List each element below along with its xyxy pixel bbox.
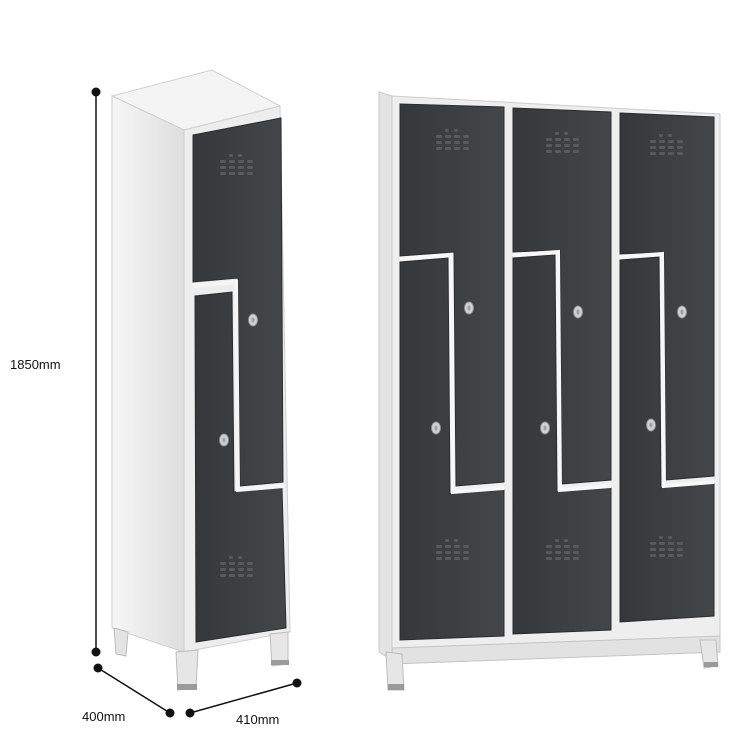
single-locker: [110, 69, 291, 691]
width-dimension-label: 410mm: [236, 712, 280, 727]
dimension-lines: [91, 87, 302, 718]
depth-dimension-label: 400mm: [82, 709, 126, 724]
height-dimension-label: 1850mm: [10, 357, 61, 372]
triple-locker: [378, 91, 721, 691]
